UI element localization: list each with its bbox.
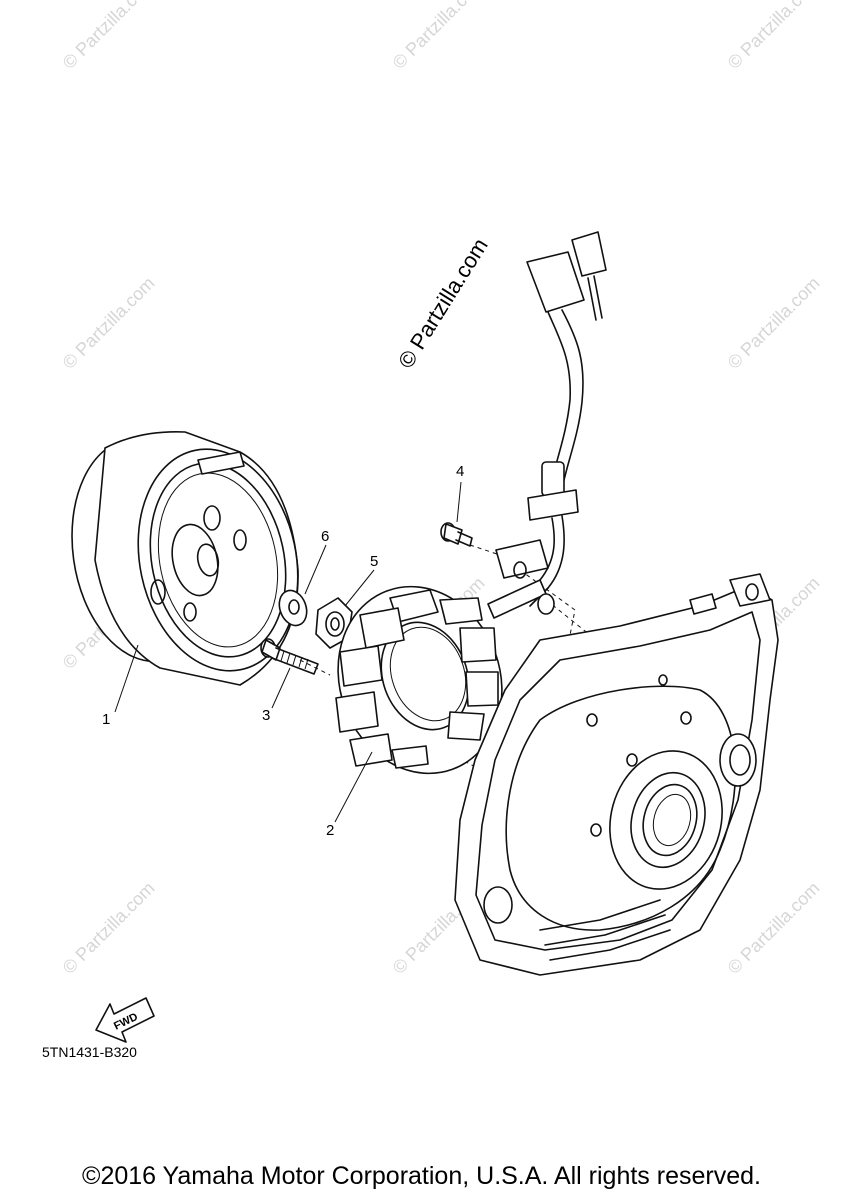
copyright-notice: ©2016 Yamaha Motor Corporation, U.S.A. A… — [82, 1162, 761, 1190]
callout-1: 1 — [102, 711, 110, 728]
flywheel-rotor-part — [71, 431, 299, 686]
watermark-text: © Partzilla.com — [724, 878, 824, 978]
callout-leaders — [114, 481, 462, 823]
watermark-text: © Partzilla.com — [724, 273, 824, 373]
fwd-arrow-icon: FWD — [95, 997, 155, 1043]
watermark-text: © Partzilla.com — [724, 0, 824, 73]
watermark-text: © Partzilla.com — [59, 0, 159, 73]
callout-3: 3 — [262, 707, 270, 724]
stator-coil-part — [335, 585, 503, 775]
wire-harness-part — [487, 231, 607, 619]
callout-4: 4 — [456, 463, 464, 480]
callout-6: 6 — [321, 528, 329, 545]
watermark-main: © Partzilla.com — [393, 234, 493, 373]
watermark-text: © Partzilla.com — [59, 878, 159, 978]
bolt-3-part — [260, 638, 319, 675]
watermark-text: © Partzilla.com — [389, 0, 489, 73]
washer-part — [278, 589, 308, 627]
screw-4-part — [440, 522, 473, 547]
watermark-text: © Partzilla.com — [59, 273, 159, 373]
crankcase-cover-part — [454, 573, 779, 976]
callout-5: 5 — [370, 553, 378, 570]
callout-2: 2 — [326, 822, 334, 839]
diagram-code: 5TN1431-B320 — [42, 1044, 137, 1060]
